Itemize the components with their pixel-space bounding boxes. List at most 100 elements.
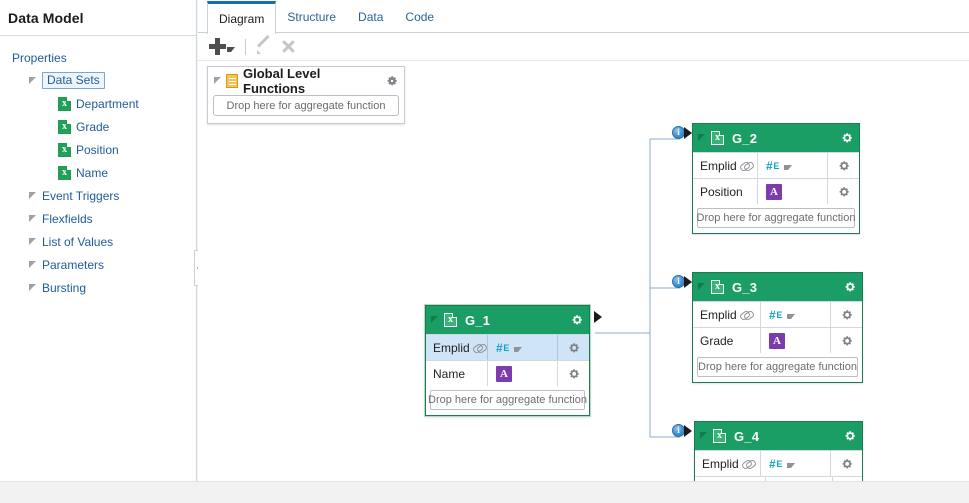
node-field-type-cell[interactable]: A — [764, 477, 832, 481]
gear-icon[interactable] — [827, 153, 859, 178]
gear-icon[interactable] — [830, 451, 862, 476]
node-header[interactable]: G_4 — [695, 422, 862, 450]
gear-icon[interactable] — [840, 131, 854, 145]
chevron-down-icon[interactable] — [787, 462, 796, 468]
gear-icon[interactable] — [843, 429, 857, 443]
link-icon — [473, 342, 486, 353]
gear-icon[interactable] — [827, 179, 859, 204]
node-field-row[interactable]: DepartmentA — [695, 476, 862, 481]
node-field-row[interactable]: Emplid #E — [693, 301, 862, 327]
node-header[interactable]: G_3 — [693, 273, 862, 301]
tab-data[interactable]: Data — [347, 1, 394, 33]
global-level-functions-header: Global Level Functions — [213, 66, 399, 96]
tab-label: Code — [405, 10, 435, 24]
tree-item-flexfields[interactable]: Flexfields — [0, 207, 196, 230]
diagram-toolbar — [198, 33, 969, 61]
global-level-functions-panel[interactable]: Global Level Functions Drop here for agg… — [207, 66, 405, 124]
gear-icon[interactable] — [385, 74, 399, 88]
gear-icon[interactable] — [843, 280, 857, 294]
number-type-icon: #E — [769, 308, 796, 322]
node-header[interactable]: G_2 — [693, 124, 859, 152]
node-aggregate-dropzone[interactable]: Drop here for aggregate function — [428, 390, 587, 410]
node-header[interactable]: G_1 — [426, 306, 589, 334]
expand-twisty-icon[interactable] — [28, 237, 38, 247]
left-panel-header: Data Model — [0, 0, 196, 36]
tree-item-grade[interactable]: Grade — [0, 115, 196, 138]
close-x-icon[interactable] — [279, 37, 298, 56]
pencil-icon[interactable] — [255, 37, 274, 56]
tree-item-label: Department — [76, 96, 139, 111]
node-field-type-cell[interactable]: #E — [487, 335, 557, 360]
expand-twisty-icon[interactable] — [213, 76, 223, 86]
node-field-type-cell[interactable]: #E — [757, 153, 827, 178]
tree-item-label: Parameters — [42, 257, 105, 272]
node-field-label: Emplid — [702, 456, 739, 471]
gear-icon[interactable] — [557, 335, 589, 360]
expand-twisty-icon[interactable] — [28, 214, 38, 224]
tab-structure[interactable]: Structure — [276, 1, 347, 33]
tree-item-name[interactable]: Name — [0, 161, 196, 184]
gear-icon[interactable] — [830, 302, 862, 327]
tree-item-label: Flexfields — [42, 211, 93, 226]
chevron-down-icon[interactable] — [514, 346, 523, 352]
node-field-type-cell[interactable]: A — [760, 328, 830, 353]
node-title: G_1 — [465, 312, 491, 328]
expand-twisty-icon[interactable] — [699, 431, 709, 441]
node-field-name-cell: Grade — [693, 334, 760, 348]
gear-icon[interactable] — [557, 361, 589, 386]
node-field-name-cell: Position — [693, 185, 757, 199]
tree-item-position[interactable]: Position — [0, 138, 196, 161]
page-title: Data Model — [8, 9, 84, 26]
connector-info-badge[interactable]: i — [672, 424, 685, 437]
node-title: G_2 — [732, 130, 758, 146]
gear-icon[interactable] — [831, 477, 862, 481]
node-aggregate-dropzone[interactable]: Drop here for aggregate function — [697, 208, 856, 228]
tree-item-label: Position — [76, 142, 119, 157]
tree-item-data-sets[interactable]: Data Sets — [0, 69, 196, 92]
spreadsheet-dataset-icon — [711, 130, 724, 146]
chevron-down-icon[interactable] — [227, 46, 235, 52]
tree-item-bursting[interactable]: Bursting — [0, 276, 196, 299]
diagram-canvas[interactable]: i i i Global Level Functions Drop here f… — [198, 61, 969, 481]
node-aggregate-dropzone[interactable]: Drop here for aggregate function — [697, 357, 858, 377]
plus-icon[interactable] — [209, 38, 226, 55]
node-field-type-cell[interactable]: A — [757, 179, 827, 204]
expand-twisty-icon[interactable] — [430, 315, 440, 325]
tab-diagram[interactable]: Diagram — [207, 1, 277, 34]
node-field-type-cell[interactable]: A — [487, 361, 557, 386]
chevron-down-icon[interactable] — [784, 164, 793, 170]
node-field-row[interactable]: Emplid #E — [695, 450, 862, 476]
tree-item-list-of-values[interactable]: List of Values — [0, 230, 196, 253]
expand-twisty-icon[interactable] — [28, 260, 38, 270]
expand-twisty-icon[interactable] — [28, 191, 38, 201]
node-field-type-cell[interactable]: #E — [760, 302, 830, 327]
number-type-icon: #E — [766, 159, 793, 173]
tree-item-event-triggers[interactable]: Event Triggers — [0, 184, 196, 207]
tab-code[interactable]: Code — [394, 1, 445, 33]
global-functions-dropzone[interactable]: Drop here for aggregate function — [213, 95, 399, 116]
tree-item-properties[interactable]: Properties — [0, 46, 196, 69]
expand-twisty-icon[interactable] — [697, 133, 707, 143]
expand-twisty-icon[interactable] — [28, 283, 38, 293]
node-field-type-cell[interactable]: #E — [760, 451, 830, 476]
gear-icon[interactable] — [830, 328, 862, 353]
node-field-row[interactable]: Emplid#E — [693, 152, 859, 178]
gear-icon[interactable] — [570, 313, 584, 327]
node-field-row[interactable]: Emplid#E — [426, 334, 589, 360]
expand-twisty-icon[interactable] — [28, 76, 38, 86]
tree-item-parameters[interactable]: Parameters — [0, 253, 196, 276]
expand-twisty-icon[interactable] — [697, 282, 707, 292]
tree-item-department[interactable]: Department — [0, 92, 196, 115]
node-field-name-cell: Emplid — [693, 308, 760, 322]
chevron-down-icon[interactable] — [787, 313, 796, 319]
